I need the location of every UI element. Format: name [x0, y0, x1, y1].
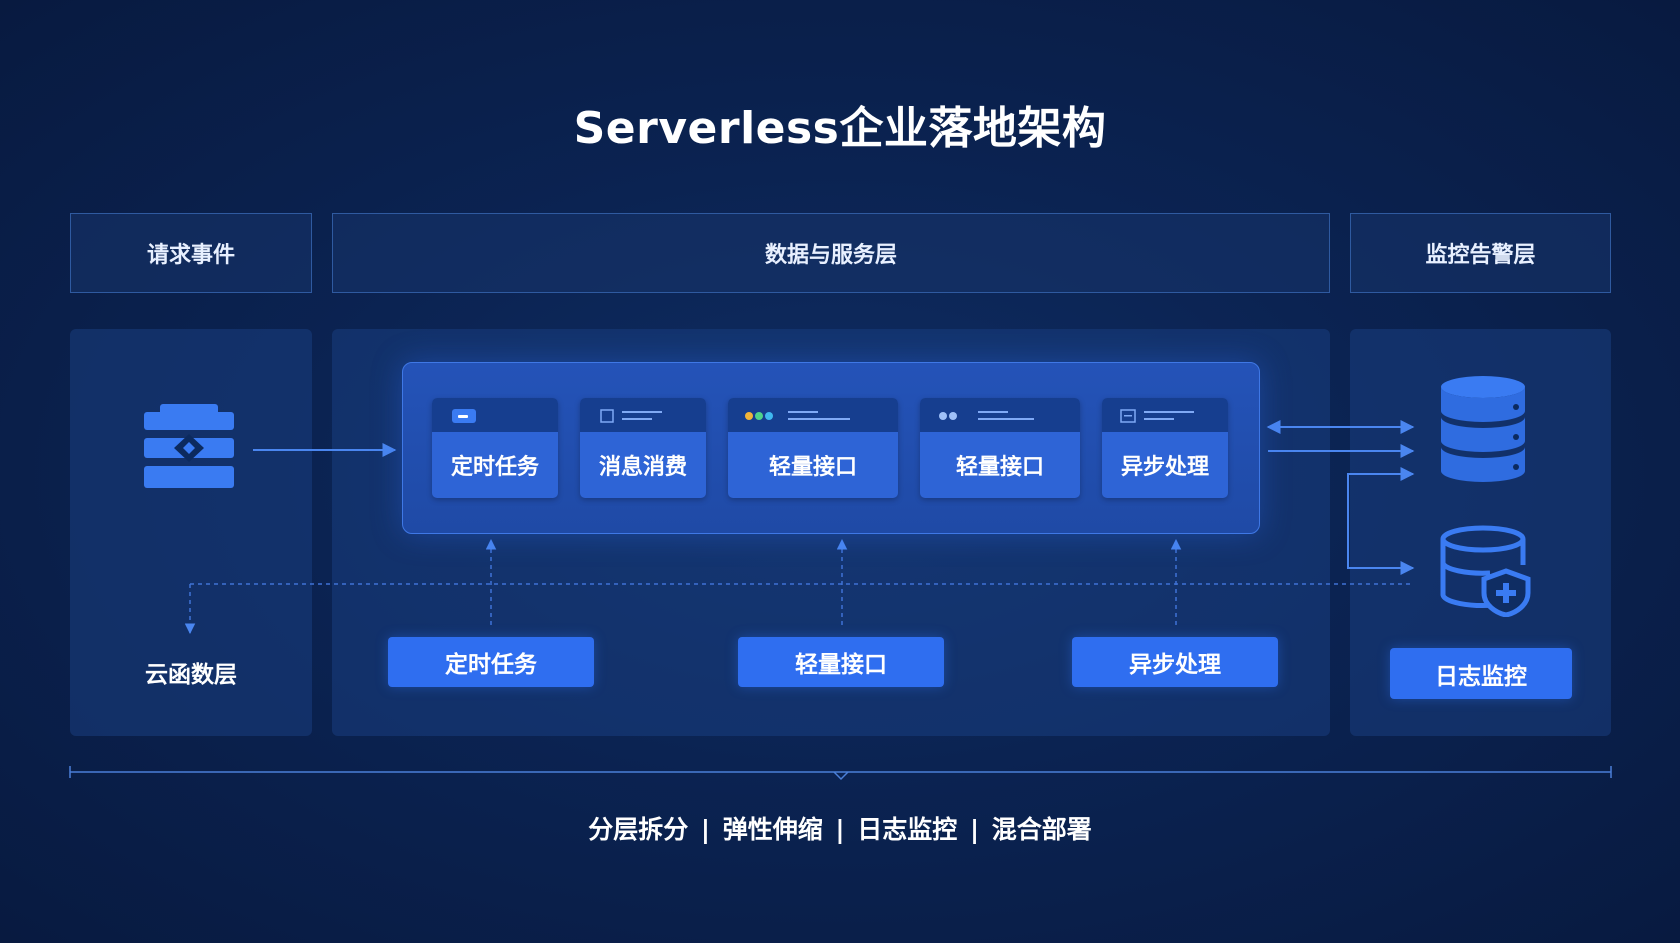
service-card-label: 消息消费 — [598, 455, 687, 480]
service-card-label: 轻量接口 — [768, 455, 857, 480]
header-request-events: 请求事件 — [70, 213, 312, 293]
service-card-light-api-1[interactable]: 轻量接口 — [728, 398, 898, 498]
footer-features: 分层拆分 | 弹性伸缩 | 日志监控 | 混合部署 — [588, 815, 1092, 844]
page-title: Serverless企业落地架构 — [573, 103, 1107, 154]
server-stack-icon — [144, 404, 234, 488]
window-list-icon — [600, 409, 662, 423]
service-card-label: 定时任务 — [450, 455, 539, 480]
service-card-light-api-2[interactable]: 轻量接口 — [920, 398, 1080, 498]
async-processing-button[interactable]: 异步处理 — [1072, 637, 1278, 687]
window-dots-icon — [939, 411, 1034, 420]
header-data-service-layer: 数据与服务层 — [332, 213, 1330, 293]
cloud-function-layer-label: 云函数层 — [145, 662, 237, 688]
database-shield-icon — [1440, 525, 1531, 617]
header-monitor-alert-layer: 监控告警层 — [1350, 213, 1611, 293]
log-monitor-button[interactable]: 日志监控 — [1390, 648, 1572, 699]
service-card-label: 异步处理 — [1120, 455, 1209, 480]
service-card-message-consume[interactable]: 消息消费 — [580, 398, 706, 498]
service-card-scheduled-task[interactable]: 定时任务 — [432, 398, 558, 498]
scheduled-task-button[interactable]: 定时任务 — [388, 637, 594, 687]
database-icon — [1441, 376, 1525, 482]
window-dots-icon — [745, 411, 850, 420]
left-panel — [70, 329, 312, 736]
light-api-button[interactable]: 轻量接口 — [738, 637, 944, 687]
service-card-label: 轻量接口 — [955, 455, 1044, 480]
service-card-async-processing[interactable]: 异步处理 — [1102, 398, 1228, 498]
window-list-icon — [1120, 409, 1194, 423]
window-minus-icon — [452, 409, 476, 423]
